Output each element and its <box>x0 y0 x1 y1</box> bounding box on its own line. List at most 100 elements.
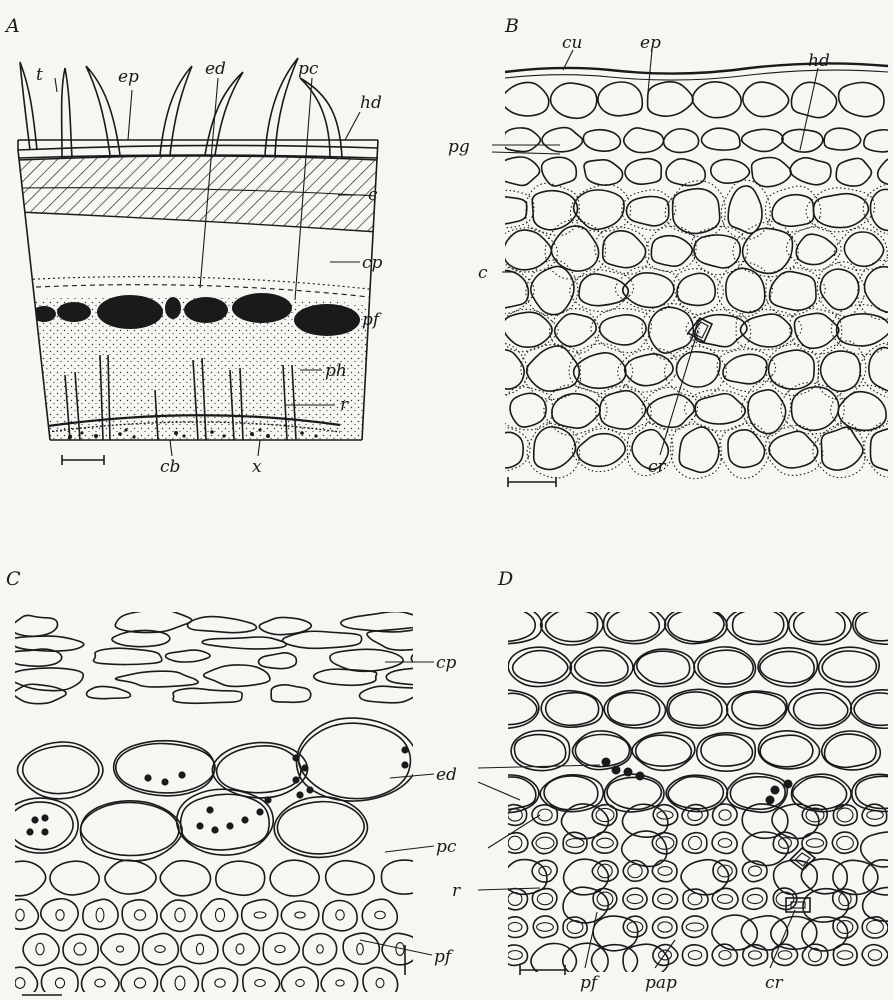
cells-panel-c <box>0 610 487 999</box>
label-t: t <box>36 65 43 85</box>
cell <box>204 665 270 687</box>
tannin-grain <box>771 786 780 795</box>
label-ep: ep <box>118 67 139 87</box>
cell-lumen <box>537 893 552 904</box>
cell-lumen <box>689 836 702 849</box>
cell <box>574 190 624 230</box>
cell <box>603 605 665 644</box>
cell <box>878 157 893 186</box>
cell-lumen <box>134 910 145 920</box>
cell <box>13 684 66 703</box>
cell <box>277 802 364 854</box>
panel-label: B <box>504 15 519 37</box>
cell <box>81 967 118 998</box>
cell-lumen <box>376 978 384 987</box>
cell-lumen <box>719 950 731 959</box>
label-pf: pf <box>434 947 454 967</box>
cell <box>838 392 886 431</box>
cell <box>3 967 38 999</box>
cell <box>732 692 786 725</box>
cell <box>796 234 836 264</box>
cell <box>852 774 893 811</box>
cell-lumen <box>215 908 224 921</box>
cell <box>665 606 727 643</box>
cell <box>854 693 893 725</box>
cell <box>726 607 788 645</box>
starch-grain <box>292 754 299 761</box>
cell <box>572 428 630 471</box>
cell-lumen <box>215 979 225 987</box>
starch-grain <box>241 816 248 823</box>
panel-label: A <box>4 15 20 37</box>
cell <box>647 394 694 427</box>
cell <box>242 900 278 931</box>
cell <box>504 230 552 270</box>
cell <box>142 933 178 964</box>
starch-grain <box>31 816 38 823</box>
cell <box>577 434 625 467</box>
cell <box>216 861 265 895</box>
cell-lumen <box>508 951 523 960</box>
cell <box>682 805 708 826</box>
cell <box>728 186 762 233</box>
cell <box>760 651 814 683</box>
cell <box>834 228 887 270</box>
cell <box>713 860 737 882</box>
cell-lumen <box>837 836 854 849</box>
cell <box>695 394 745 424</box>
cell <box>813 194 868 228</box>
cell <box>637 651 690 684</box>
cell <box>743 228 793 273</box>
cell <box>625 159 661 185</box>
label-cp: cp <box>362 253 383 273</box>
cell-lumen <box>717 895 732 904</box>
cell-lumen <box>747 894 762 903</box>
cell <box>824 128 861 150</box>
cell <box>682 945 707 966</box>
panel-d: D r pf pap cr <box>452 568 893 993</box>
panel-label: C <box>6 568 21 590</box>
cell <box>583 130 620 151</box>
starch-grain <box>256 808 263 815</box>
cell <box>760 735 813 767</box>
label-hd: hd <box>360 93 382 113</box>
cell-lumen <box>658 894 673 904</box>
starch-grain <box>301 764 308 771</box>
cell <box>326 861 375 895</box>
cell-lumen <box>867 811 883 820</box>
cell <box>23 746 99 794</box>
cell <box>821 427 862 470</box>
cell <box>321 968 357 998</box>
cell <box>648 82 693 116</box>
cell <box>701 735 753 766</box>
starch-grain <box>196 822 203 829</box>
cell <box>41 968 78 998</box>
cell <box>713 804 738 825</box>
trichomes <box>20 58 342 158</box>
cell-lumen <box>196 943 203 955</box>
cell <box>534 427 576 470</box>
cell-lumen <box>255 980 266 987</box>
cell <box>532 805 557 825</box>
cell <box>667 689 728 728</box>
cell <box>105 860 156 894</box>
cell <box>624 128 664 153</box>
cell <box>362 899 397 929</box>
cell <box>527 346 580 391</box>
starch-grain <box>226 822 233 829</box>
cell <box>87 686 131 698</box>
cell <box>502 945 527 965</box>
cell-lumen <box>566 839 584 848</box>
cell <box>743 888 767 909</box>
cell <box>181 794 270 850</box>
starch-grain <box>292 776 299 783</box>
cell-lumen <box>15 978 25 989</box>
label-cu: cu <box>562 33 582 53</box>
cell <box>274 797 367 858</box>
cell <box>791 387 838 430</box>
cell-lumen <box>806 839 823 848</box>
cell <box>748 390 786 434</box>
cell <box>788 689 851 729</box>
cell <box>682 833 707 854</box>
cell-lumen <box>718 839 731 848</box>
